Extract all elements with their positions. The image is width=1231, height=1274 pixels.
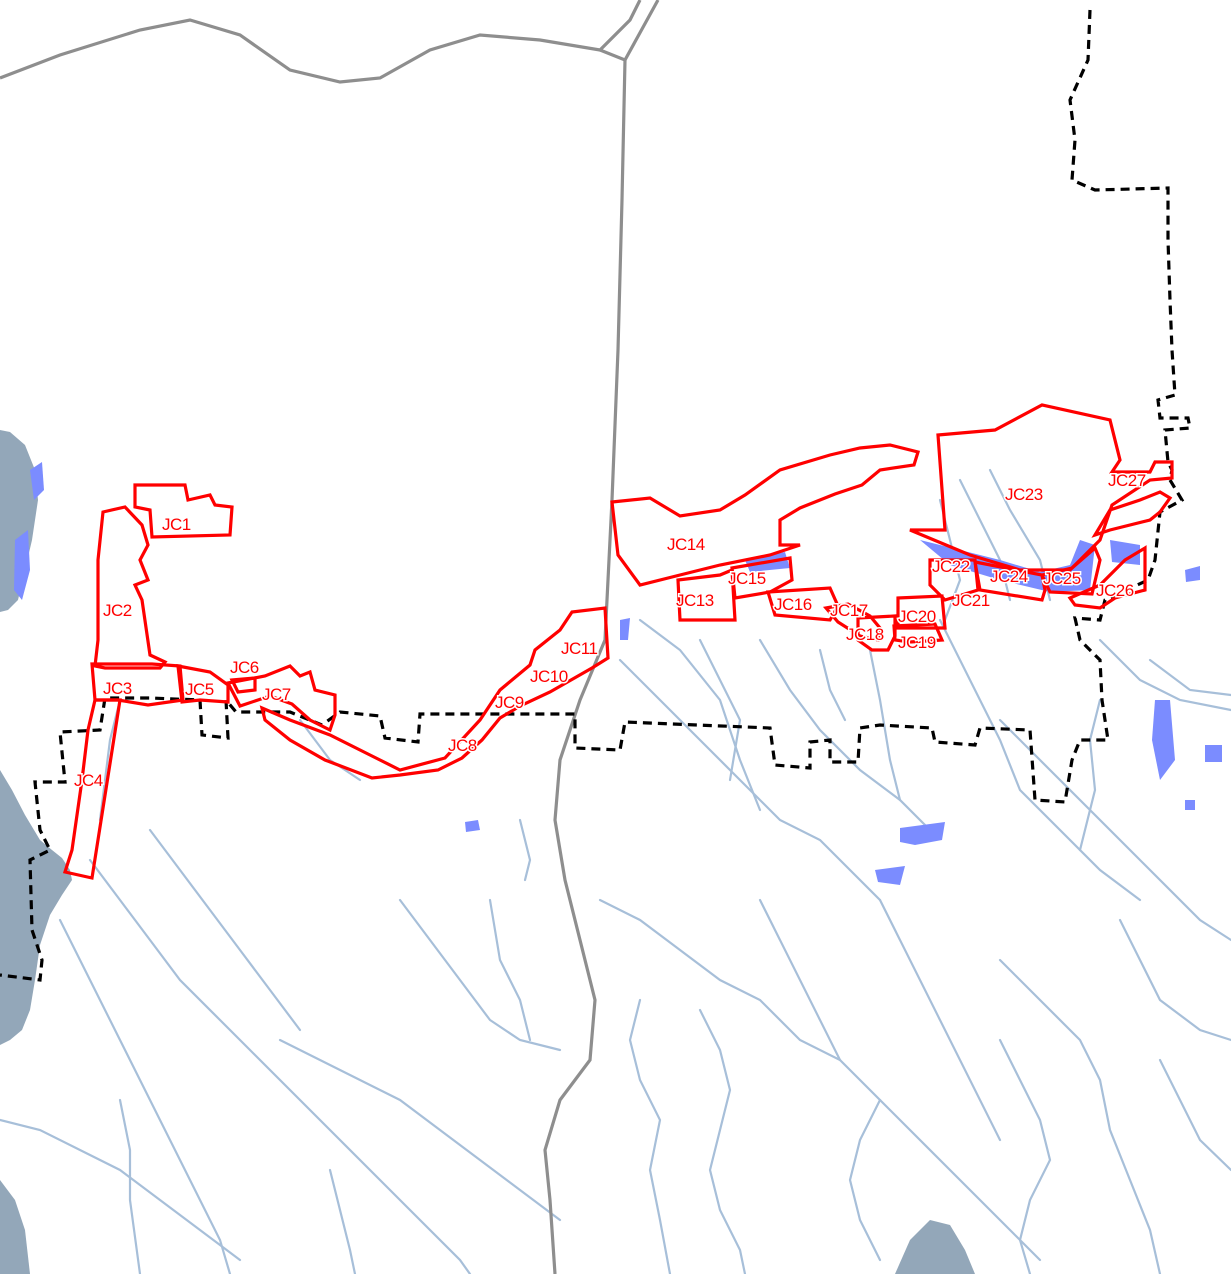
- label-jc4[interactable]: JC4: [73, 770, 105, 792]
- label-jc11[interactable]: JC11: [560, 638, 600, 660]
- label-jc5[interactable]: JC5: [184, 679, 216, 701]
- label-jc1[interactable]: JC1: [161, 514, 193, 536]
- label-jc25[interactable]: JC25: [1042, 568, 1083, 590]
- label-jc6[interactable]: JC6: [229, 657, 261, 679]
- label-jc21[interactable]: JC21: [951, 590, 992, 612]
- label-jc22[interactable]: JC22: [931, 556, 972, 578]
- label-jc18[interactable]: JC18: [845, 624, 886, 646]
- highway: [0, 0, 660, 1274]
- water-bodies: [14, 462, 1222, 885]
- label-jc20[interactable]: JC20: [897, 606, 938, 628]
- label-jc16[interactable]: JC16: [773, 594, 814, 616]
- stream-network: [0, 468, 1231, 1274]
- label-jc7[interactable]: JC7: [261, 684, 293, 706]
- label-jc15[interactable]: JC15: [727, 568, 768, 590]
- label-jc13[interactable]: JC13: [675, 590, 716, 612]
- label-jc10[interactable]: JC10: [529, 666, 570, 688]
- label-jc17[interactable]: JC17: [829, 600, 870, 622]
- management-units: [62, 403, 1174, 880]
- label-jc23[interactable]: JC23: [1004, 484, 1045, 506]
- label-jc3[interactable]: JC3: [102, 678, 134, 700]
- label-jc26[interactable]: JC26: [1095, 580, 1136, 602]
- label-jc24[interactable]: JC24: [989, 566, 1030, 588]
- label-jc14[interactable]: JC14: [666, 534, 707, 556]
- label-jc8[interactable]: JC8: [447, 735, 479, 757]
- label-jc19[interactable]: JC19: [897, 632, 938, 654]
- river-west: [0, 430, 975, 1274]
- unit-labels: JC1 JC2 JC3 JC4 JC5 JC6 JC7 JC8 JC9 JC10…: [73, 470, 1148, 792]
- label-jc9[interactable]: JC9: [494, 692, 526, 714]
- label-jc27[interactable]: JC27: [1107, 470, 1148, 492]
- label-jc2[interactable]: JC2: [102, 600, 134, 622]
